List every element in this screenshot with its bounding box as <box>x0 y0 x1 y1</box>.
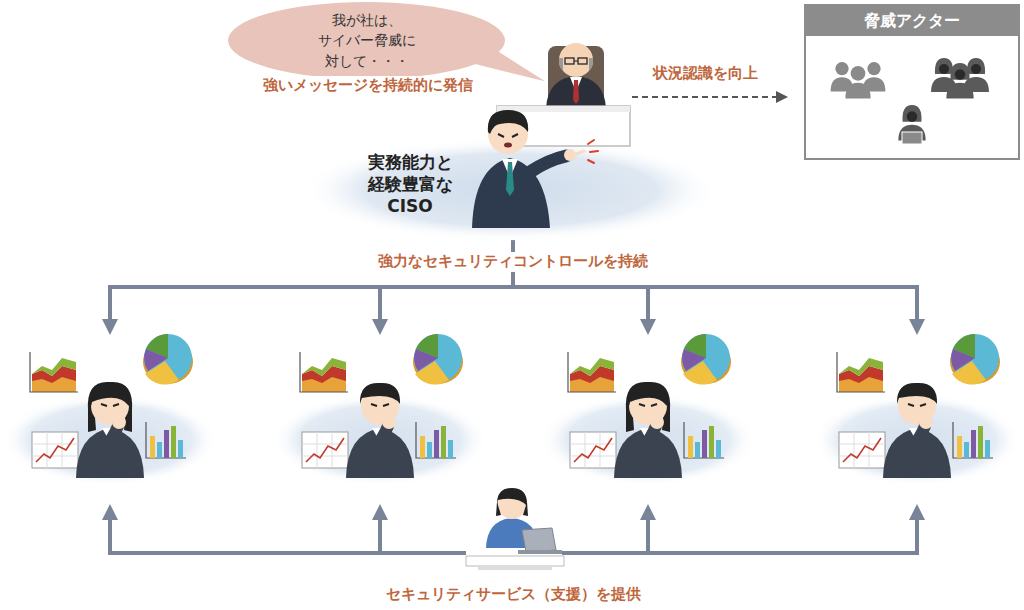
ciso-figure-part <box>564 149 576 161</box>
ellipse-outline <box>300 138 720 242</box>
support-staff-part <box>522 528 556 552</box>
ciso-ellipse-body <box>300 138 720 242</box>
support-arrows-part <box>562 512 917 553</box>
employee-figures-part <box>300 334 463 478</box>
executive-part <box>578 58 587 64</box>
ciso-figure-part <box>488 114 528 154</box>
threat-actor-icons <box>831 58 989 144</box>
threat-actor-icons-part <box>963 58 989 92</box>
support-staff-part <box>478 566 552 570</box>
ciso-figure-part <box>472 158 550 228</box>
support-staff-part <box>497 488 527 506</box>
control-arrows-part <box>378 287 382 327</box>
executive-part <box>559 58 593 70</box>
control-arrows-part <box>646 287 650 327</box>
control-arrows-part <box>110 287 917 327</box>
ciso-ellipse: 実務能力と 経験豊富な CISO <box>300 138 720 242</box>
executive-part <box>548 46 604 108</box>
employee-figures-part <box>568 334 731 478</box>
support-arrows-part <box>110 512 466 553</box>
executive-part <box>559 43 593 77</box>
executive-part <box>565 58 574 64</box>
ciso-figure <box>472 110 598 228</box>
ciso-figure-part <box>506 162 514 196</box>
support-staff-part <box>496 502 528 516</box>
threat-actor-icons-part <box>831 62 854 91</box>
support-arrows-part <box>378 512 382 553</box>
threat-actor-icons-part <box>931 58 957 92</box>
ciso-figure-part <box>502 159 518 178</box>
node-text: 我が社は、サイバー脅威に 対して・・・ <box>318 10 416 71</box>
employee-figures-part-part <box>883 383 951 478</box>
speech-bubble: 我が社は、サイバー脅威に 対して・・・ <box>228 2 505 79</box>
employee-figures-part-part <box>76 382 144 478</box>
executive-part <box>546 76 606 108</box>
executive-part <box>497 106 630 112</box>
executive-part <box>570 77 582 92</box>
control-arrows <box>110 240 917 327</box>
threat-actor-icons-part <box>946 63 973 99</box>
executive-part <box>573 80 579 104</box>
support-arrows-part <box>646 512 650 553</box>
panel-header: 脅威アクター <box>806 6 1018 36</box>
ciso-figure-part <box>574 151 584 155</box>
bubble-body <box>228 2 505 79</box>
executive <box>497 43 630 146</box>
support-staff-part <box>466 556 564 566</box>
executive-part <box>497 106 630 146</box>
awareness-arrow <box>632 96 782 98</box>
employee-figures-part <box>837 334 1000 478</box>
message-label: 強いメッセージを持続的に発信 <box>257 76 479 96</box>
employee-figures <box>30 334 1000 478</box>
ciso-figure-part <box>488 110 528 134</box>
node-text: 実務能力と 経験豊富な CISO <box>368 151 453 217</box>
threat-actor-icons-part <box>902 132 922 144</box>
executive-part <box>574 60 578 61</box>
threat-actor-panel: 脅威アクター <box>804 4 1020 160</box>
support-staff-part <box>518 550 562 554</box>
threat-actor-icons-part <box>845 66 870 99</box>
ciso-figure-part <box>498 134 518 137</box>
node-text: 脅威アクター <box>864 6 960 36</box>
support-label: セキュリティサービス（支援）を提供 <box>380 585 647 605</box>
threat-actor-icons-part <box>863 62 886 91</box>
threat-actor-icons-part <box>898 105 925 141</box>
ciso-figure-part <box>504 143 512 148</box>
employee-figures-part <box>30 334 193 478</box>
ciso-figure-part <box>588 140 598 163</box>
employee-figures-part-part <box>614 382 682 478</box>
support-staff <box>466 488 564 570</box>
employee-figures-part-part <box>346 383 414 478</box>
ciso-figure-part <box>530 156 566 172</box>
awareness-label: 状況認識を向上 <box>647 64 764 84</box>
control-label: 強力なセキュリティコントロールを持続 <box>372 252 654 272</box>
control-arrows-part <box>108 287 112 327</box>
